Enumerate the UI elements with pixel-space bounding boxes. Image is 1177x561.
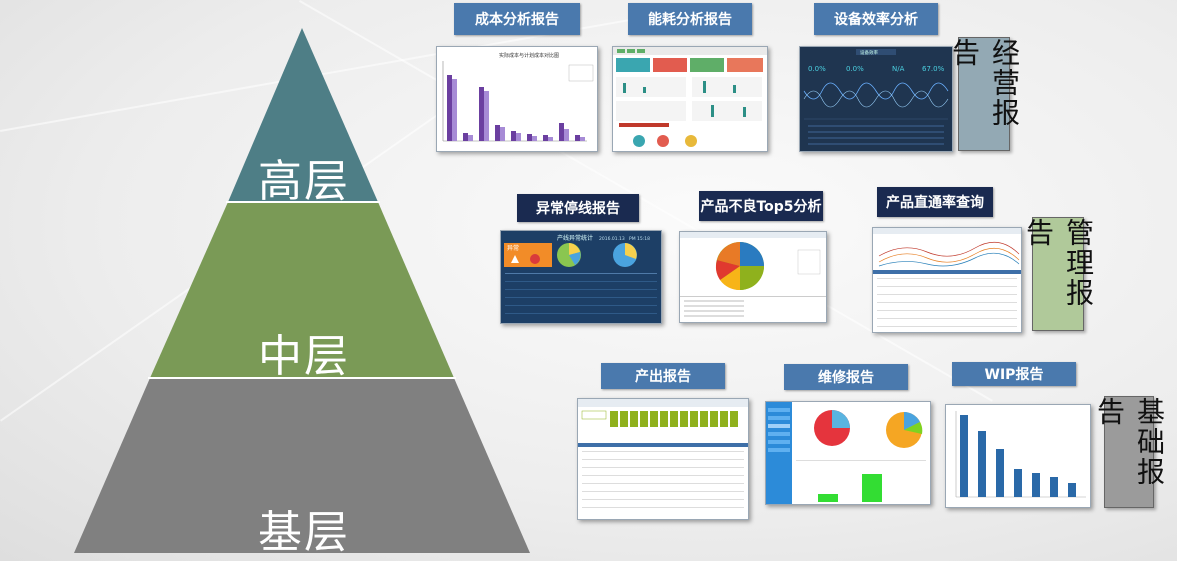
- thumbnail-energy-analysis[interactable]: [612, 46, 768, 152]
- cost-chart-title: 实际成本与计划成本对比图: [499, 52, 559, 59]
- thumbnail-cost-analysis[interactable]: 实际成本与计划成本对比图: [436, 46, 598, 152]
- thumbnail-output-report[interactable]: [577, 398, 749, 520]
- category-management-label: 管理报告: [1022, 218, 1095, 308]
- tag-repair-report: 维修报告: [784, 364, 908, 390]
- thumbnail-equipment-efficiency[interactable]: 设备效率 0.0% 0.0% N/A 67.0%: [799, 46, 953, 152]
- abnormal-time: PM 15:18: [629, 236, 650, 242]
- category-operations-label: 经营报告: [948, 38, 1021, 128]
- tag-output-report: 产出报告: [601, 363, 725, 389]
- thumbnail-repair-report[interactable]: [765, 401, 931, 505]
- category-operations-report: 经营报告: [948, 37, 1021, 151]
- pyramid-bottom-label: 基层: [258, 507, 350, 558]
- pyramid-top-label: 高层: [258, 156, 350, 207]
- thumbnail-abnormal-stop[interactable]: 产线异常统计 2016.01.13 PM 15:18 异常: [500, 230, 662, 324]
- thumbnail-wip-report[interactable]: [945, 404, 1091, 508]
- tag-defect-top5: 产品不良Top5分析: [699, 191, 823, 221]
- pyramid-top-layer: [228, 28, 378, 202]
- efficiency-value-2: 0.0%: [846, 65, 864, 73]
- category-base-report: 基础报告: [1093, 396, 1166, 508]
- efficiency-value-4: 67.0%: [922, 65, 945, 73]
- tag-first-pass-yield: 产品直通率查询: [877, 187, 993, 217]
- efficiency-value-1: 0.0%: [808, 65, 826, 73]
- tag-energy-analysis: 能耗分析报告: [628, 3, 752, 35]
- pyramid-diagram: [74, 28, 530, 553]
- category-management-report: 管理报告: [1022, 217, 1095, 331]
- abnormal-badge: 异常: [507, 244, 519, 252]
- thumbnail-first-pass-yield[interactable]: [872, 227, 1022, 333]
- efficiency-value-3: N/A: [892, 65, 905, 73]
- efficiency-title: 设备效率: [860, 49, 878, 56]
- tag-wip-report: WIP报告: [952, 362, 1076, 386]
- pyramid-middle-label: 中层: [258, 331, 350, 382]
- abnormal-date: 2016.01.13: [599, 236, 625, 242]
- tag-equipment-efficiency: 设备效率分析: [814, 3, 938, 35]
- category-base-label: 基础报告: [1093, 397, 1166, 487]
- tag-abnormal-stop: 异常停线报告: [517, 194, 639, 222]
- abnormal-title: 产线异常统计: [557, 234, 593, 242]
- pyramid-bottom-layer: [74, 378, 530, 553]
- thumbnail-defect-top5[interactable]: [679, 231, 827, 323]
- tag-cost-analysis: 成本分析报告: [454, 3, 580, 35]
- pyramid-middle-layer: [150, 202, 454, 378]
